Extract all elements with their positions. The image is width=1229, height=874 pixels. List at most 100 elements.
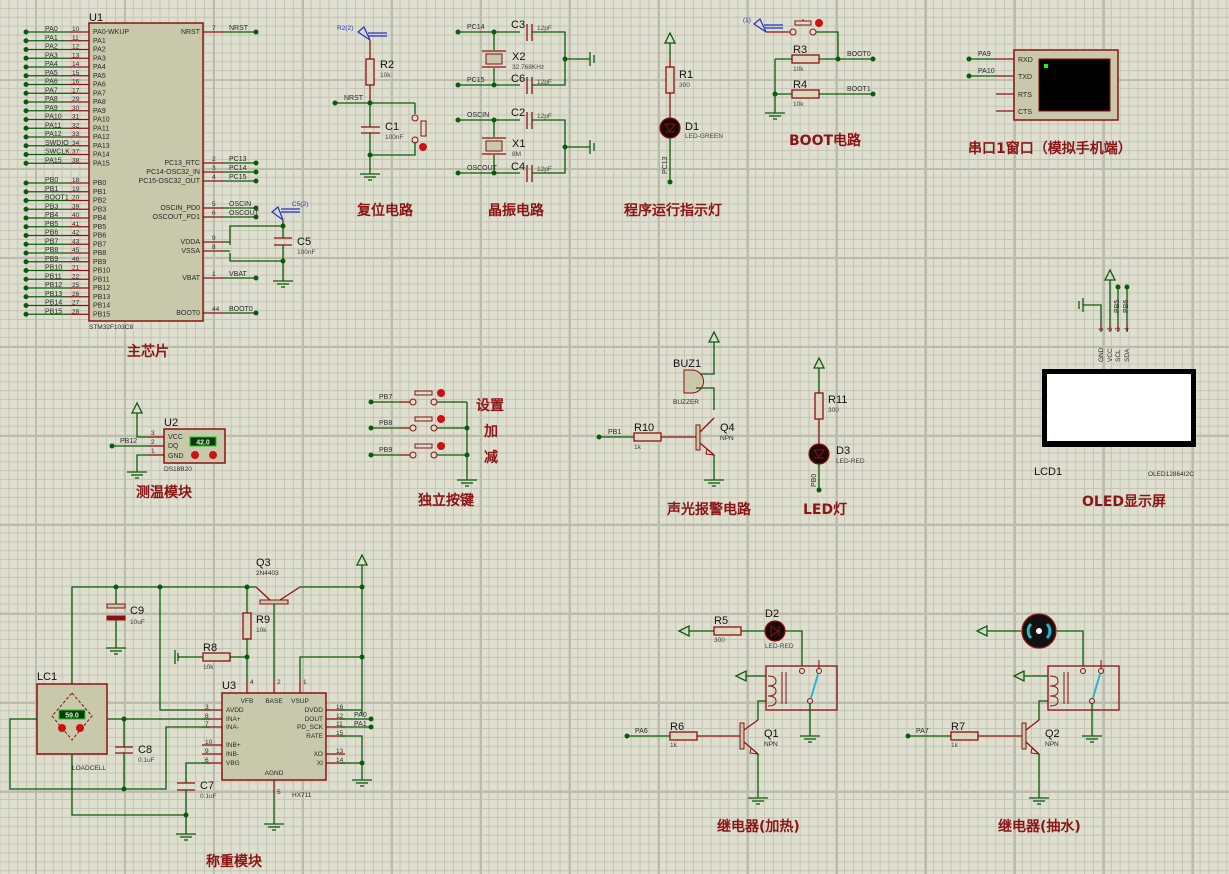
temp-decrease-icon[interactable]	[191, 451, 199, 459]
pa0-terminal[interactable]	[368, 716, 374, 722]
pb0-terminal[interactable]	[816, 487, 822, 493]
alarm-circuit[interactable]: BUZ1 BUZZER PB1 R10 1k Q4 NPN	[596, 331, 735, 487]
net-pc14: PC14	[467, 24, 485, 31]
loadcell-decrease-icon[interactable]	[58, 724, 66, 732]
temp-increase-icon[interactable]	[209, 451, 217, 459]
pa6-terminal[interactable]	[624, 733, 630, 739]
crystal-circuit[interactable]: PC14 PC15 X2 32.768KHz C3 C6 12pF 12pF O…	[455, 19, 595, 182]
pa10-terminal[interactable]	[966, 73, 972, 79]
c3-ref: C3	[511, 19, 525, 31]
u1-body[interactable]	[88, 22, 204, 322]
pc14-terminal[interactable]	[455, 29, 461, 35]
weigh-module[interactable]: C9 10uF Q3 2N4403 R9 10k R8 10k U3 4VFB2…	[9, 554, 374, 841]
led-circuit[interactable]: R11 300 D3 LED-RED PB0	[808, 357, 865, 493]
pc13-terminal[interactable]	[667, 179, 673, 185]
relay-heat-circuit[interactable]: R5 300 D2 LED-RED PA6 R6 1k Q1 NPN	[624, 608, 838, 805]
boot-button[interactable]	[789, 19, 823, 36]
relay-pump-circuit[interactable]: PA7 R7 1k Q2 NPN	[905, 613, 1120, 805]
nrst-terminal[interactable]	[332, 100, 338, 106]
key-terminal[interactable]	[368, 425, 374, 431]
terminal-screen[interactable]	[1038, 58, 1111, 112]
run-led-circuit[interactable]: R1 300 D1 LED-GREEN PC13	[659, 32, 723, 185]
reset-circuit[interactable]: R2(2) R2 10k NRST C1 100nF	[332, 25, 428, 181]
pa9-terminal[interactable]	[966, 56, 972, 62]
key-pb8[interactable]: PB8	[368, 415, 468, 432]
key-press-icon[interactable]	[437, 389, 445, 397]
key-press-icon[interactable]	[437, 415, 445, 423]
key-pb9[interactable]: PB9	[368, 442, 468, 459]
u1-net-label: PB3	[45, 203, 58, 210]
boot0-terminal[interactable]	[870, 56, 876, 62]
ds18b20-sensor[interactable]: PB12 3 2 1 U2 VCC DQ GND 42.0 DS18B20	[109, 402, 226, 479]
key-pb7[interactable]: PB7	[368, 389, 468, 406]
key-terminal[interactable]	[368, 452, 374, 458]
pb5-terminal[interactable]	[1115, 284, 1121, 290]
pb6-terminal[interactable]	[1124, 284, 1130, 290]
title-main-chip: 主芯片	[127, 343, 169, 360]
loadcell-increase-icon[interactable]	[76, 724, 84, 732]
reset-button[interactable]	[411, 114, 427, 151]
d1-led-icon	[659, 117, 681, 139]
boot1-terminal[interactable]	[870, 91, 876, 97]
oscin-terminal[interactable]	[455, 117, 461, 123]
pa7-terminal[interactable]	[905, 733, 911, 739]
u1-net-label: PA9	[45, 105, 58, 112]
pb1-terminal[interactable]	[596, 434, 602, 440]
pb12-terminal[interactable]	[109, 443, 115, 449]
virtual-terminal[interactable]: PA9 PA10 RXD TXD RTS CTS	[966, 49, 1119, 121]
boot-circuit[interactable]: (1) R3 10k BOOT0 R4 10k BOOT1	[743, 17, 876, 120]
reset-button-indicator-icon[interactable]	[419, 143, 427, 151]
key-terminal[interactable]	[368, 399, 374, 405]
temp-display	[189, 436, 217, 447]
key-press-icon[interactable]	[437, 442, 445, 450]
oscout-terminal[interactable]	[455, 170, 461, 176]
pc15-terminal[interactable]	[455, 82, 461, 88]
pa1-terminal[interactable]	[368, 724, 374, 730]
